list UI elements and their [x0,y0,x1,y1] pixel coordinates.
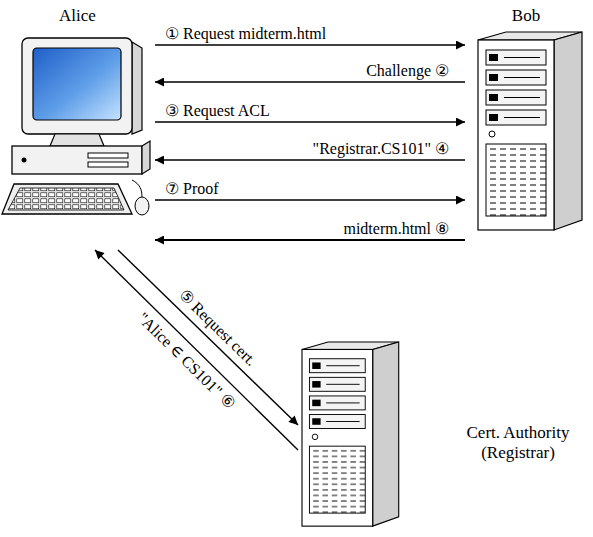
message-label: ① Request midterm.html [163,24,328,43]
computer-illustration [2,38,150,215]
message-label: ③ Request ACL [163,101,272,120]
message-label: midterm.html ⑧ [341,219,451,238]
client-computer: Alice [0,0,155,250]
message-arrow [155,81,465,82]
message-arrow [155,239,465,241]
message-label: "Registrar.CS101" ④ [311,139,451,158]
message-arrow [95,250,298,450]
server: Bob [465,0,587,250]
message-arrow [155,121,465,122]
server-illustration [302,342,399,526]
message-arrow [155,159,465,160]
node-label: Cert. Authority (Registrar) [450,423,586,463]
server-illustration [478,32,582,230]
message-arrow [155,44,465,45]
node-label: Bob [465,6,587,26]
message-arrow [155,199,465,200]
certificate-authority: Cert. Authority (Registrar) [298,335,590,535]
node-label: Alice [0,6,155,26]
message-label: ⑦ Proof [163,179,221,198]
message-arrow [118,250,298,425]
message-label: Challenge ② [364,61,451,80]
